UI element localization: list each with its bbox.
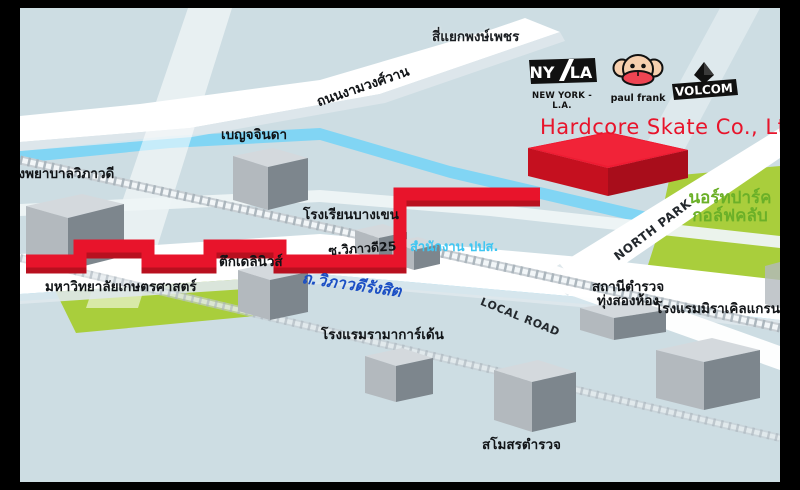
destination-building-top (532, 133, 684, 166)
paul-frank-caption: paul frank (610, 93, 666, 104)
building-right-edge (765, 262, 780, 308)
building-thung-song-hong-police (580, 300, 666, 340)
nyla-caption: NEW YORK - L.A. (532, 91, 592, 111)
logo-paul-frank: paul frank (605, 54, 671, 104)
volcom-stone-icon: VOLCOM (672, 62, 738, 100)
railway-line-2 (20, 254, 780, 442)
paul-frank-monkey-icon (612, 54, 664, 86)
building-miracle-grand (656, 338, 760, 410)
route-highlight-layer (26, 132, 688, 274)
nyla-icon: NY LA (529, 58, 597, 84)
building-rama-gardens (365, 348, 433, 402)
building-benjachinda (233, 148, 308, 210)
building-police-club (494, 360, 576, 432)
svg-text:LA: LA (570, 63, 593, 82)
svg-text:VOLCOM: VOLCOM (675, 81, 734, 99)
road-vibhavadi-shadow (20, 274, 780, 330)
road-ngam-shadow (20, 32, 565, 151)
map-geometry-layer (20, 8, 780, 482)
logo-nyla: NY LA NEW YORK - L.A. (525, 56, 599, 111)
road-north-park (560, 128, 780, 284)
canal-north (20, 128, 780, 255)
map-canvas: NY LA NEW YORK - L.A. paul frank (20, 8, 780, 482)
logo-volcom: VOLCOM (668, 60, 740, 108)
building-daily-news (238, 262, 308, 320)
route-path (26, 187, 540, 268)
svg-text:NY: NY (530, 63, 555, 82)
